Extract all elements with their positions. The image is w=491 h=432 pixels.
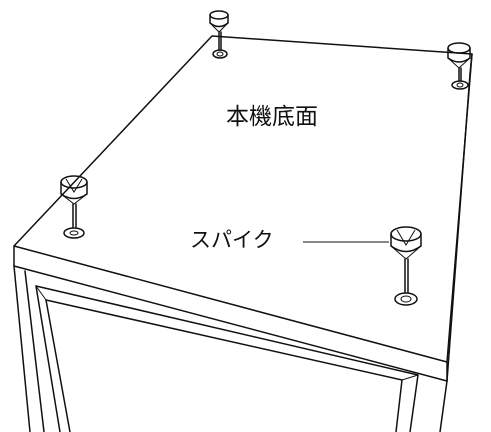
spike-foot-top-right xyxy=(447,42,471,90)
spike-foot-icon xyxy=(447,42,471,82)
cabinet-side-faces xyxy=(13,53,473,432)
cabinet-bottom-face xyxy=(13,35,473,363)
spike-foot-icon xyxy=(209,10,229,51)
bottom-face-label: 本機底面 xyxy=(226,104,318,130)
spike-shoe-icon xyxy=(212,49,228,59)
spike-foot-left xyxy=(60,175,88,239)
spike-foot-icon xyxy=(390,226,422,293)
spike-shoe-icon xyxy=(394,292,418,306)
spike-foot-top-left xyxy=(209,10,229,59)
spike-foot-labeled xyxy=(390,226,422,306)
spike-shoe-icon xyxy=(451,80,469,90)
spike-foot-icon xyxy=(60,175,88,228)
spike-shoe-icon xyxy=(63,227,85,239)
spike-label: スパイク xyxy=(190,228,274,252)
